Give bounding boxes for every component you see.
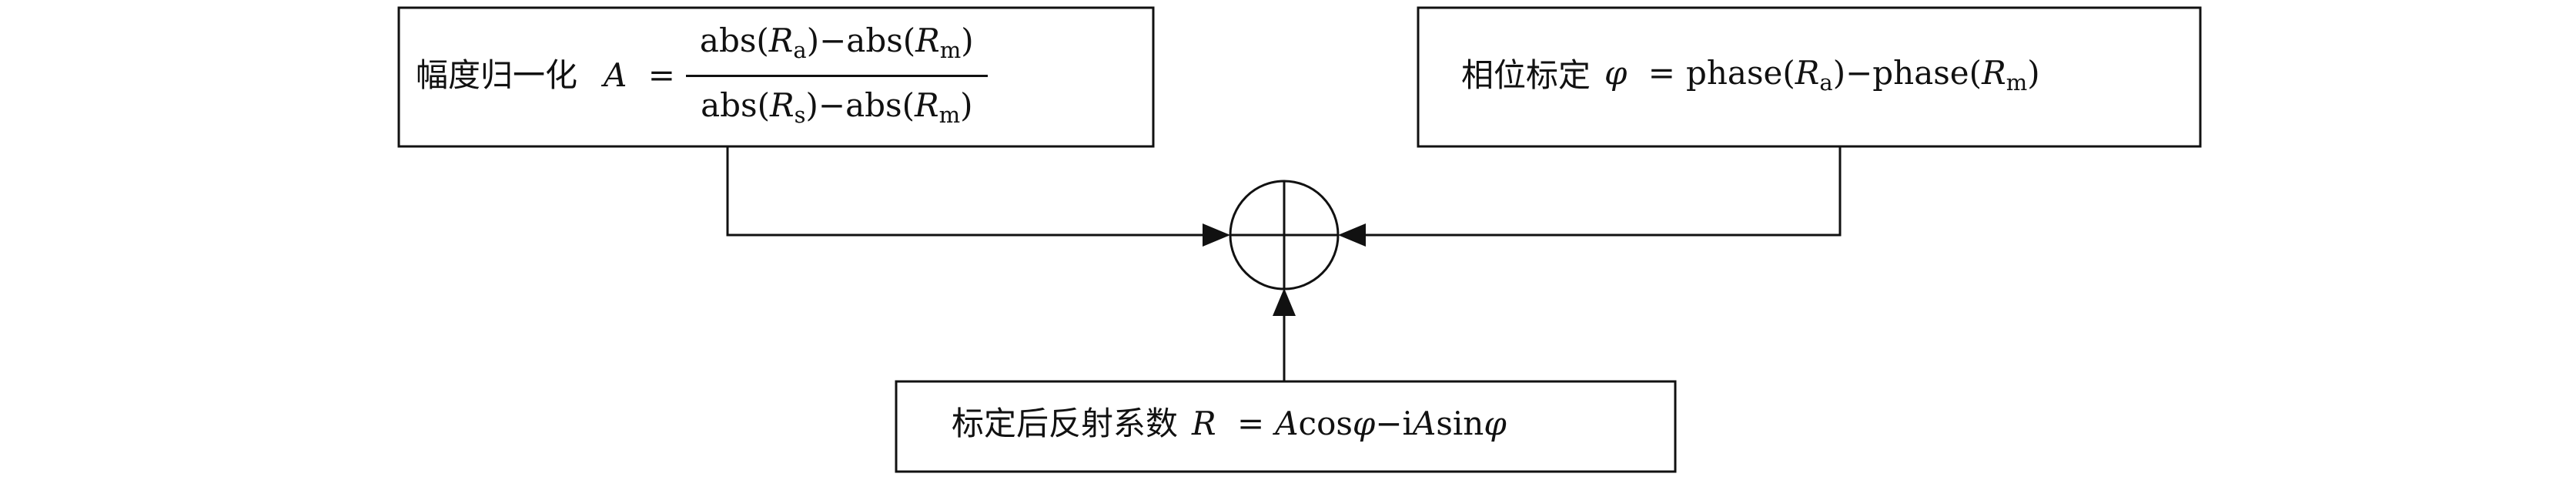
calibrated-reflection-label: 标定后反射系数 R =Acosφ−iAsinφ	[952, 405, 1507, 442]
amplitude-normalization-box	[397, 6, 1155, 148]
result-title: 标定后反射系数	[952, 405, 1179, 442]
amplitude-numerator: abs(Ra)−abs(Rm)	[699, 22, 974, 63]
amplitude-variable: A	[604, 56, 627, 94]
phase-title: 相位标定	[1461, 56, 1591, 94]
fraction-bar	[685, 75, 988, 77]
amplitude-connector-line	[726, 146, 1230, 247]
amplitude-denominator: abs(Rs)−abs(Rm)	[701, 86, 973, 128]
phase-variable: φ	[1604, 54, 1628, 92]
amplitude-fraction: abs(Ra)−abs(Rm) abs(Rs)−abs(Rm)	[685, 22, 988, 128]
result-equals: =	[1237, 405, 1265, 442]
result-variable: R	[1192, 405, 1216, 442]
phase-connector-line	[1338, 146, 1842, 247]
summing-junction-icon	[1229, 180, 1340, 291]
phase-equals: =	[1648, 54, 1675, 92]
phase-calibration-box	[1417, 6, 2202, 148]
amplitude-title: 幅度归一化	[416, 56, 578, 94]
calibrated-reflection-box	[895, 380, 1677, 473]
amplitude-equals: =	[647, 56, 675, 94]
amplitude-normalization-label: 幅度归一化 A = abs(Ra)−abs(Rm) abs(Rs)−abs(Rm…	[416, 14, 988, 137]
phase-calibration-label: 相位标定 φ =phase(Ra)−phase(Rm)	[1461, 54, 2040, 96]
